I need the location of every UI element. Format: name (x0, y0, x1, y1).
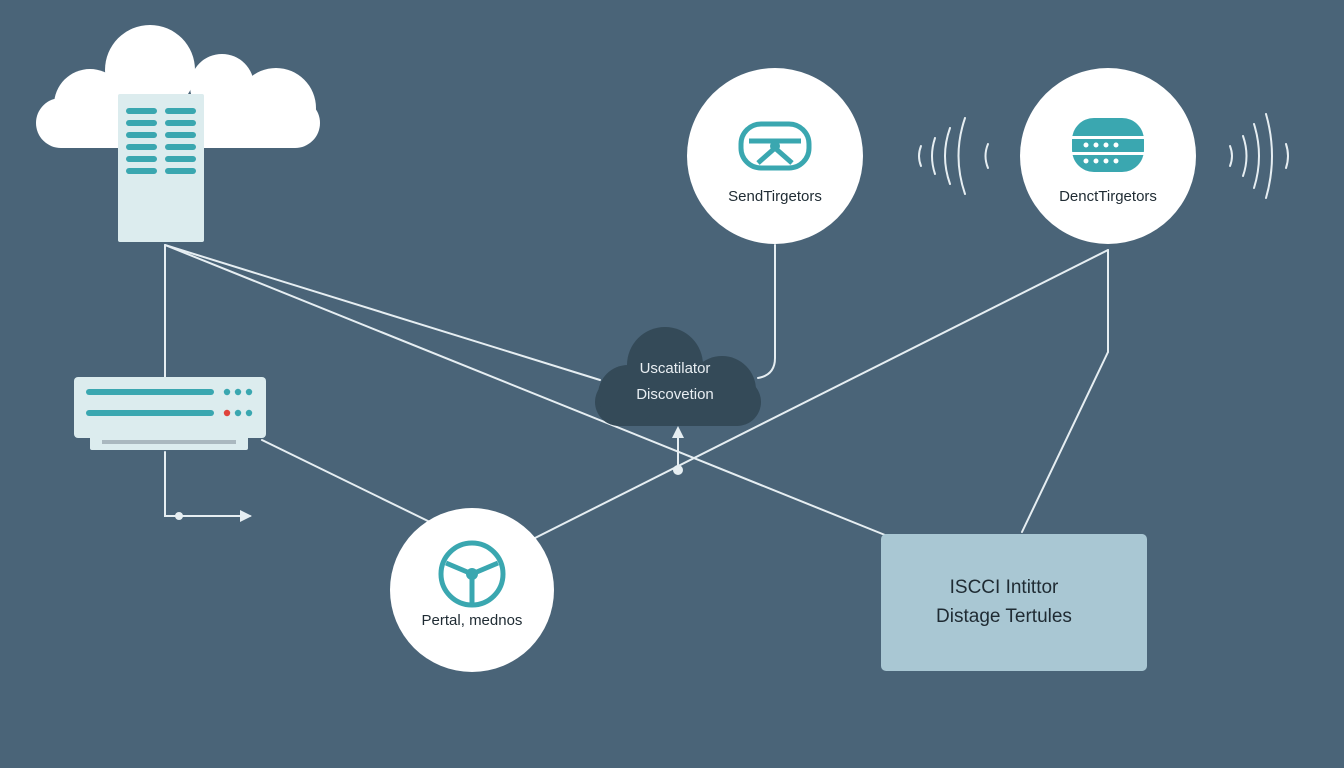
steering-wheel-icon (738, 121, 812, 171)
junction-dot (673, 465, 683, 475)
cloud-server-icon (36, 25, 320, 242)
discovery-line-2: Discovetion (636, 386, 714, 403)
connector-lines (164, 244, 1109, 539)
database-icon (1072, 118, 1144, 172)
initiator-box[interactable] (881, 534, 1147, 671)
status-led-red (223, 409, 231, 417)
steering-wheel-icon (438, 540, 506, 608)
arrow-start-dot (175, 512, 183, 520)
connector-server-to-cloud (164, 244, 601, 381)
signal-waves-icon (1229, 113, 1289, 199)
server-tower (118, 94, 204, 242)
connector-dnct-to-box (1021, 351, 1109, 533)
connector-server-to-box (164, 244, 886, 536)
send-targets-node[interactable] (687, 68, 863, 244)
initiator-box-label: ISCCI Intittor Distage Tertules (881, 573, 1127, 631)
discovery-cloud-label: Uscatilator Discovetion (600, 356, 750, 408)
portal-node[interactable] (390, 508, 554, 672)
discovery-cloud-shape (595, 327, 761, 426)
discovery-line-1: Uscatilator (639, 360, 711, 377)
initiator-line-1: ISCCI Intittor (949, 577, 1059, 598)
portal-label: Pertal, mednos (421, 612, 523, 629)
rack-server-icon (74, 377, 266, 450)
connector-rack-to-portal (261, 439, 431, 523)
initiator-line-2: Distage Tertules (936, 606, 1072, 627)
connector-rack-arrow (164, 451, 251, 517)
arrow-head-up (672, 426, 684, 438)
dnct-targets-node[interactable] (1020, 68, 1196, 244)
connector-send-to-cloud (757, 244, 776, 379)
connector-portal-to-dnct (534, 249, 1109, 539)
send-targets-label: SendTirgetors (728, 188, 822, 205)
arrow-head-right (240, 510, 252, 522)
dnct-targets-label: DenctTirgetors (1059, 188, 1157, 205)
signal-waves-icon (918, 117, 989, 195)
